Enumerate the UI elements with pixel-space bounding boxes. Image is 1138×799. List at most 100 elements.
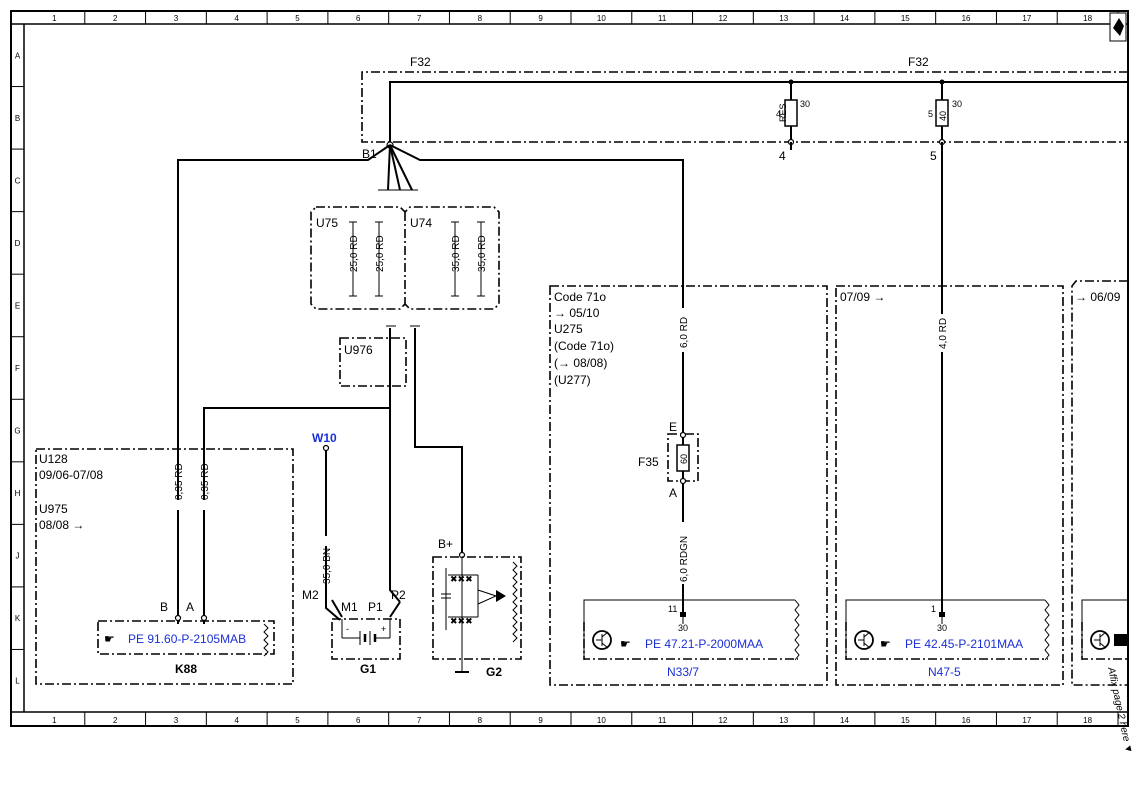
svg-text:✖✖✖: ✖✖✖ [450,574,473,584]
k88-variant-1: U128 [39,452,68,466]
k88-service-link[interactable]: PE 91.60-P-2105MAB [128,632,246,646]
column-label-bottom: 10 [597,716,606,725]
row-label: J [16,552,20,561]
fuse-4-terminal: 4 [779,149,786,163]
k88-wire-b-label: 0,35 RD [174,463,185,500]
k88-wire-a [203,407,391,624]
column-label-bottom: 15 [901,716,910,725]
g1-wire-label: 35,0 BN [322,548,333,584]
u74-wire-2: 35,0 RD [477,235,488,272]
n33-variant-4: (Code 71o) [554,339,614,353]
f32-label-left: F32 [410,55,431,69]
n33-variant-1: Code 71o [554,290,606,304]
w10-ground-terminal [322,444,330,452]
row-label: L [15,677,20,686]
u976-box [339,337,407,387]
n47-pin-top: 1 [931,604,936,614]
column-label-bottom: 9 [538,716,543,725]
column-label-top: 16 [962,14,971,23]
k88-relay [97,620,275,657]
column-label-top: 6 [356,14,361,23]
g2-alternator: ✖✖✖ ✖✖✖ [432,556,522,673]
row-label: E [15,301,20,310]
g2-pin-bplus: B+ [438,537,453,551]
column-label-bottom: 16 [962,716,971,725]
fuse-5 [935,79,949,146]
n47-variant-1: 07/09 → [840,290,885,304]
fuse-5-rating: 40 [938,111,948,121]
n33-service-link[interactable]: PE 47.21-P-2000MAA [645,637,763,651]
column-label-top: 3 [174,14,179,23]
n47-service-link[interactable]: PE 42.45-P-2101MAA [905,637,1023,651]
n33-hand-icon: ☛ [620,637,631,651]
row-label: G [14,427,20,436]
n33-name[interactable]: N33/7 [667,665,699,679]
row-label: F [15,364,20,373]
fuse-5-pin-left: 5 [928,109,933,119]
column-label-bottom: 1 [52,716,57,725]
g1-name: G1 [360,662,376,676]
f35-rating: 60 [679,454,689,464]
column-label-top: 13 [779,14,788,23]
column-label-top: 8 [478,14,483,23]
column-label-top: 7 [417,14,422,23]
column-label-top: 15 [901,14,910,23]
row-label: H [15,489,21,498]
column-label-top: 2 [113,14,118,23]
fuse-4-pin-left: 4 [776,109,781,119]
column-label-bottom: 2 [113,716,118,725]
svg-text:+: + [381,624,386,634]
column-label-top: 12 [718,14,727,23]
n33-variant-3: U275 [554,322,583,336]
f35-pin-e: E [669,420,677,434]
f35-fuse [667,431,699,612]
k88-variant-4: 08/08 → [39,518,84,532]
column-label-top: 14 [840,14,849,23]
g2-name: G2 [486,665,502,679]
n33-pin-top: 11 [668,604,677,614]
column-label-bottom: 3 [174,716,179,725]
g1-pin-m1: M1 [341,600,358,614]
w10-label[interactable]: W10 [312,431,337,445]
k88-wire-a-label: 0,35 RD [200,463,211,500]
column-label-bottom: 13 [779,716,788,725]
u75-wire-1: 25,0 RD [349,235,360,272]
u75-u74-splice-box [310,206,500,310]
column-label-bottom: 4 [234,716,239,725]
n47-name[interactable]: N47-5 [928,665,961,679]
fuse-4 [784,79,798,146]
fuse-5-pin-right: 30 [952,99,962,109]
column-label-bottom: 11 [658,716,667,725]
k88-pin-a: A [186,600,194,614]
u74-wire-1: 35,0 RD [451,235,462,272]
column-label-top: 1 [52,14,57,23]
column-label-bottom: 5 [295,716,300,725]
row-label: C [15,176,21,185]
g1-pin-p2: P2 [391,588,406,602]
column-label-top: 5 [295,14,300,23]
n47-wire: 4,0 RD [938,318,949,349]
column-label-bottom: 6 [356,716,361,725]
right-partial-variant: → 06/09 [1075,290,1121,304]
g1-pin-m2: M2 [302,588,319,602]
n33-module [583,599,800,661]
f32-label-right: F32 [908,55,929,69]
k88-variant-3: U975 [39,502,68,516]
column-label-top: 4 [234,14,239,23]
page-corner-icon [1109,12,1127,42]
column-label-bottom: 7 [417,716,422,725]
k88-pin-b: B [160,600,168,614]
column-label-top: 11 [658,14,667,23]
n33-wire-top: 6,0 RD [679,317,690,348]
svg-text:✖✖✖: ✖✖✖ [450,616,473,626]
splice-outputs [386,325,463,603]
column-label-bottom: 12 [718,716,727,725]
fuse-5-terminal: 5 [930,149,937,163]
column-label-bottom: 14 [840,716,849,725]
k88-variant-box [35,448,294,685]
right-partial-box [1071,280,1128,686]
fuse-4-pin-right: 30 [800,99,810,109]
